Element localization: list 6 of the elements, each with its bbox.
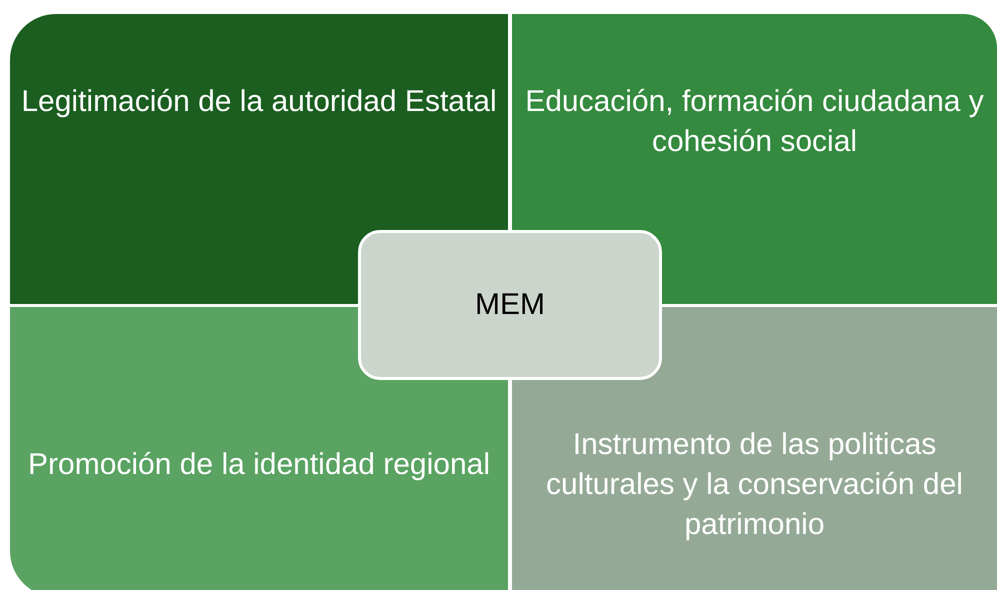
center-box: [358, 230, 662, 380]
quadrant-text: Educación, formación ciudadana y cohesión social: [524, 84, 985, 160]
center-label: MEM: [474, 287, 546, 323]
quadrant-text: Legitimación de la autoridad Estatal: [20, 84, 498, 120]
quadrant-text: Promoción de la identidad regional: [27, 447, 491, 483]
quadrant-text: Instrumento de las politicas culturales y la conservación del patrimonio: [545, 427, 964, 543]
